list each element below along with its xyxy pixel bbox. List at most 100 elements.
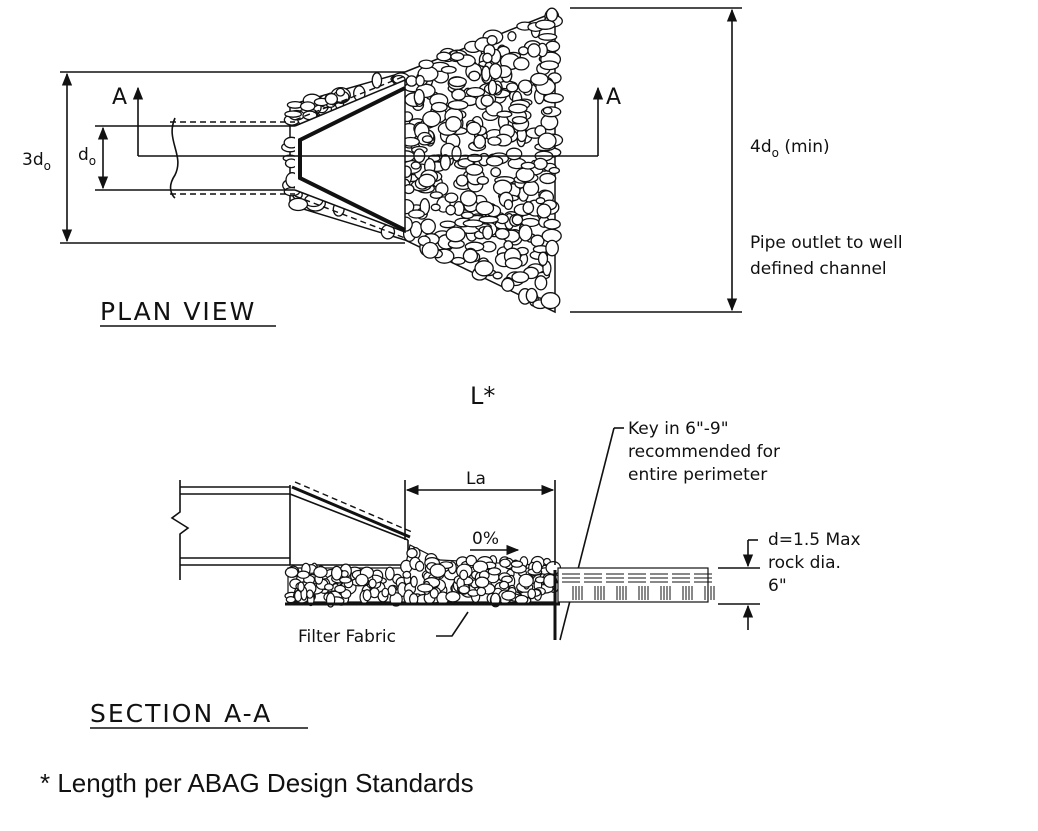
rock <box>459 190 478 207</box>
rock <box>418 59 434 70</box>
rock <box>324 583 334 591</box>
rock <box>450 52 465 62</box>
rock <box>496 110 513 118</box>
dim-la: La <box>404 469 556 565</box>
rock <box>459 569 469 581</box>
rock <box>381 587 390 598</box>
footnote: * Length per ABAG Design Standards <box>40 768 474 798</box>
rock <box>462 248 479 264</box>
rock <box>430 203 441 212</box>
rock <box>505 147 523 161</box>
channel-hatch <box>557 567 715 603</box>
rock <box>410 575 418 588</box>
rock <box>518 46 529 56</box>
rock <box>527 43 541 58</box>
rock <box>418 173 436 188</box>
rock <box>522 180 540 197</box>
rock <box>485 155 504 167</box>
rock <box>355 573 369 587</box>
rock <box>408 209 425 219</box>
rock <box>511 115 528 125</box>
rock <box>476 586 487 597</box>
rock <box>515 167 535 183</box>
rock <box>486 35 498 46</box>
rock <box>507 31 517 42</box>
rock <box>445 116 462 132</box>
rock <box>537 132 557 150</box>
dim-4do: 4do (min) <box>570 7 830 313</box>
rock <box>422 110 442 128</box>
rock <box>518 224 533 242</box>
rock <box>494 227 510 240</box>
rock <box>538 32 558 41</box>
rock <box>465 554 477 567</box>
filter-fabric-callout: Filter Fabric <box>298 611 469 647</box>
rock <box>285 595 296 604</box>
rock <box>504 257 523 270</box>
rock <box>451 88 466 101</box>
rock <box>429 191 444 199</box>
rock <box>535 19 556 30</box>
key-note-line1: Key in 6"-9" <box>628 419 729 439</box>
rock <box>284 110 302 118</box>
rock <box>473 134 487 149</box>
rock <box>368 578 377 589</box>
rock <box>362 589 372 602</box>
rock <box>436 51 452 62</box>
rock <box>517 79 533 94</box>
rock <box>468 70 481 82</box>
rock <box>339 576 352 584</box>
rock <box>478 215 499 224</box>
rock <box>540 292 561 310</box>
rock <box>505 82 519 93</box>
depth-note-line3: 6" <box>768 576 787 596</box>
rock <box>501 590 517 601</box>
rock <box>445 591 461 603</box>
rock <box>487 136 502 146</box>
rock <box>421 241 439 259</box>
rock <box>475 200 495 216</box>
rock <box>548 166 561 175</box>
rock <box>299 101 316 112</box>
length-label: L* <box>470 382 495 410</box>
rock <box>455 174 469 187</box>
rock <box>518 573 534 588</box>
rock <box>533 157 548 171</box>
key-note-line3: entire perimeter <box>628 465 767 485</box>
rock <box>306 589 314 599</box>
rock <box>503 199 514 211</box>
rock <box>445 204 457 216</box>
rock <box>508 103 528 114</box>
rock <box>406 548 418 559</box>
outlet-note-line2: defined channel <box>750 259 887 279</box>
rock <box>334 584 347 594</box>
rock <box>537 251 549 267</box>
rock <box>476 175 490 185</box>
rock <box>534 275 548 291</box>
rock <box>480 94 494 107</box>
rock <box>492 271 503 280</box>
rock <box>522 201 535 215</box>
rock <box>313 566 328 579</box>
rock <box>413 88 425 105</box>
section-flared-end <box>289 481 413 566</box>
rock <box>501 277 515 292</box>
rock <box>384 566 395 581</box>
rock <box>539 172 557 185</box>
rock <box>474 260 494 277</box>
rock <box>545 239 559 257</box>
rock <box>417 583 434 593</box>
rock <box>482 52 493 64</box>
rock <box>451 145 462 162</box>
rock <box>447 99 469 111</box>
rock <box>335 87 346 97</box>
rock <box>545 7 559 22</box>
key-trench <box>553 427 624 641</box>
dim-depth: d=1.5 Max rock dia. 6" <box>718 530 861 630</box>
rock <box>288 197 309 212</box>
dim-3do-label: 3do <box>22 150 51 173</box>
rock <box>481 65 491 82</box>
rock <box>421 135 434 144</box>
rock <box>429 563 446 578</box>
